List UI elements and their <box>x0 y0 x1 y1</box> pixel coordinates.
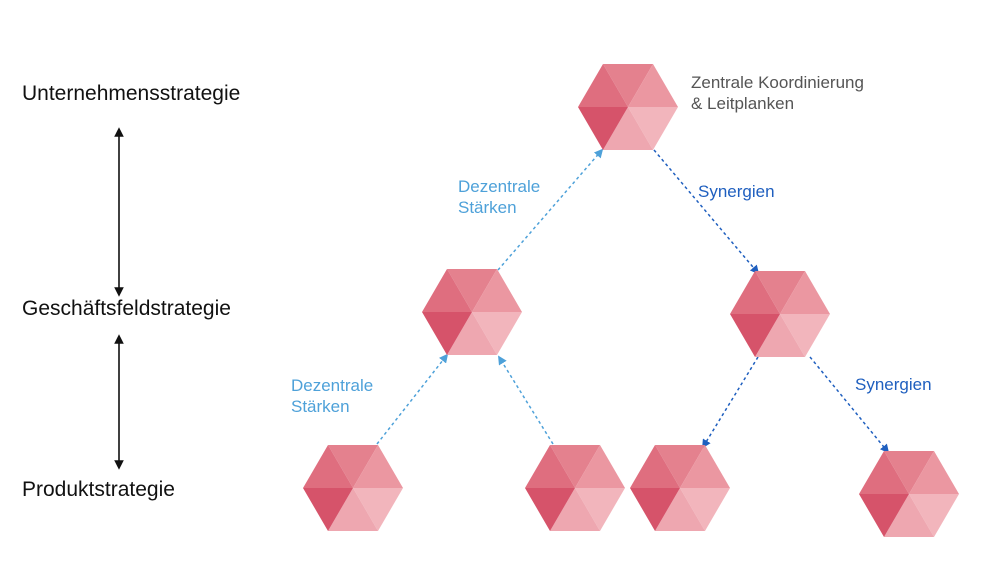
hexagon-node-product-3 <box>630 445 730 531</box>
label-decentral-upper-line-2: Stärken <box>458 198 517 217</box>
hexagon-node-product-4 <box>859 451 959 537</box>
annotation-line-1: Zentrale Koordinierung <box>691 73 864 92</box>
label-decentral-lower-line-2: Stärken <box>291 397 350 416</box>
hexagon-node-product-1 <box>303 445 403 531</box>
hexagon-node-business-unit-left <box>422 269 522 355</box>
level-label-product: Produktstrategie <box>22 478 175 501</box>
arrow-synergy-lower-left <box>702 356 759 449</box>
label-decentral-upper-line-1: Dezentrale <box>458 177 540 196</box>
level-label-business-unit: Geschäftsfeldstrategie <box>22 297 231 320</box>
arrow-decentral-lower-left <box>376 353 449 445</box>
hexagon-node-business-unit-right <box>730 271 830 357</box>
hexagon-node-corporate <box>578 64 678 150</box>
arrow-decentral-upper <box>497 148 604 271</box>
hexagon-node-product-2 <box>525 445 625 531</box>
label-synergy-lower: Synergien <box>855 375 932 394</box>
label-decentral-lower-line-1: Dezentrale <box>291 376 373 395</box>
label-synergy-upper: Synergien <box>698 182 775 201</box>
level-label-corporate: Unternehmensstrategie <box>22 82 241 105</box>
annotation-line-2: & Leitplanken <box>691 94 794 113</box>
arrow-decentral-lower-right <box>498 355 554 445</box>
arrow-synergy-lower-right <box>809 356 890 454</box>
arrow-synergy-upper <box>653 149 760 275</box>
